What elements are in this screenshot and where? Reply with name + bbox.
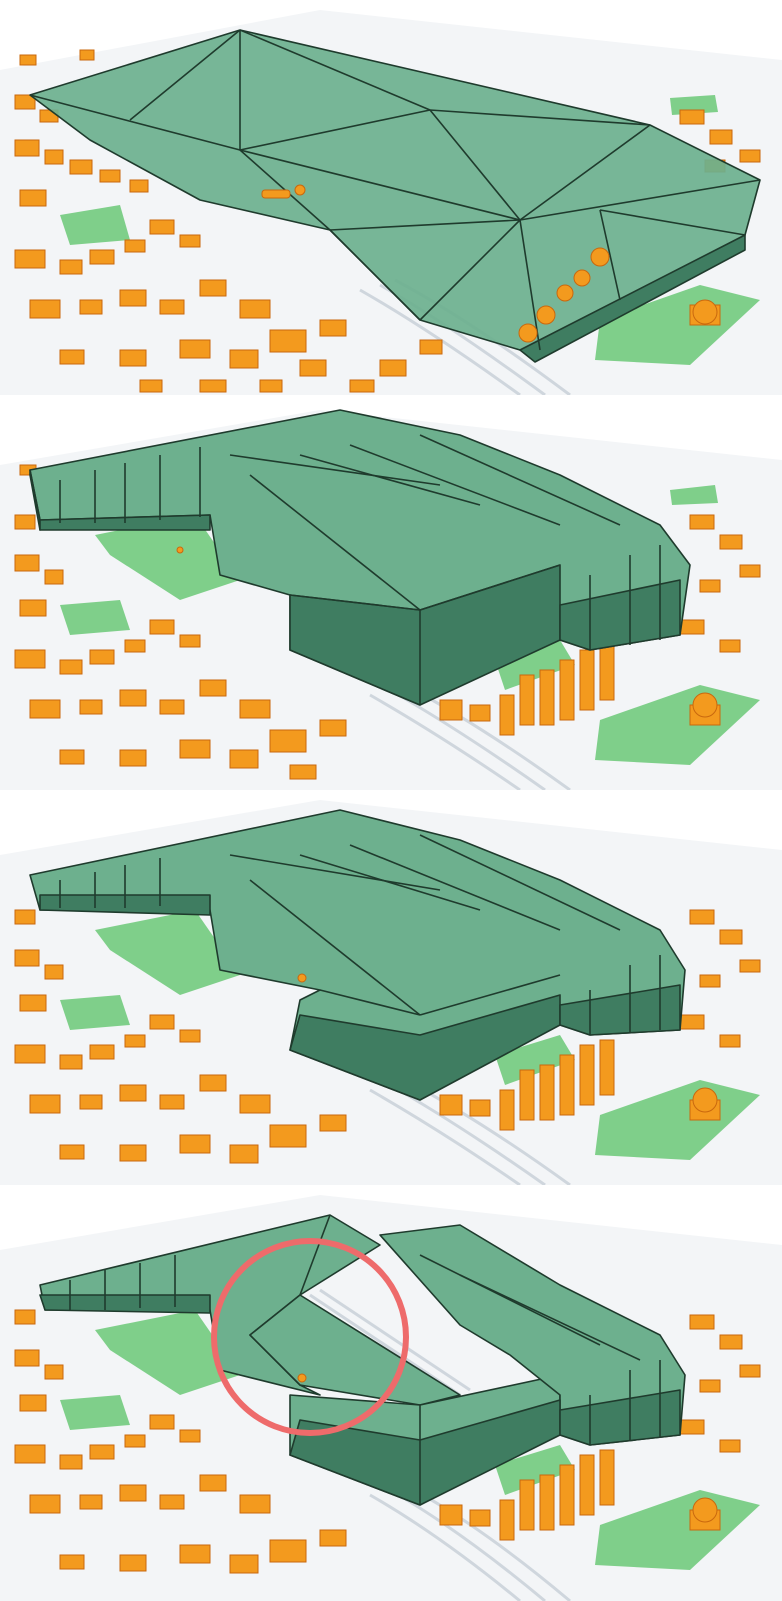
stepped-block-mass (29, 409, 691, 706)
split-block-mass (39, 1214, 686, 1506)
domed-towers (261, 184, 718, 343)
panel-3-scene (0, 800, 782, 1185)
domed-towers (297, 973, 718, 1113)
panel-2-stepped-blocks (0, 405, 782, 790)
panel-1-scene (0, 10, 782, 395)
panel-1-triangulated-roof (0, 0, 782, 395)
lowered-block-mass (29, 809, 686, 1101)
highlight-circle-annotation (211, 1238, 409, 1436)
panel-4-scene (0, 1195, 782, 1601)
triangulated-roof-mass (29, 29, 761, 363)
panel-4-split-blocks (0, 1195, 782, 1601)
panel-2-scene (0, 409, 782, 790)
domed-towers (176, 546, 718, 718)
city-buildings (14, 909, 761, 1164)
panel-3-lowered-blocks (0, 800, 782, 1185)
domed-towers (297, 1373, 718, 1523)
